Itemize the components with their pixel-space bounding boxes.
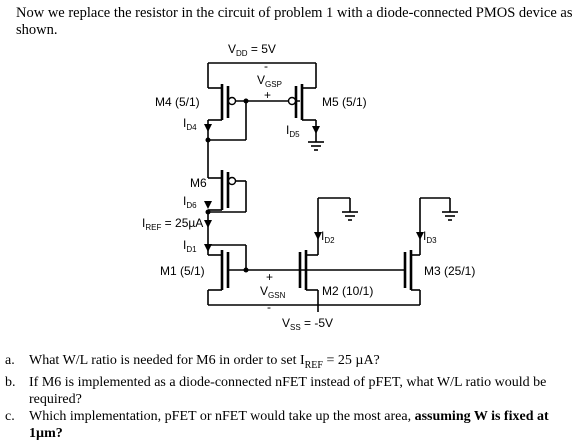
m5-transistor — [287, 84, 324, 151]
vgsn-plus: + — [266, 270, 273, 284]
m5-label: M5 (5/1) — [322, 95, 367, 109]
question-b: b. If M6 is implemented as a diode-conne… — [5, 374, 580, 408]
id1-arrow — [204, 244, 212, 252]
vdd-rail — [207, 62, 317, 88]
id1-label: ID1 — [183, 238, 197, 254]
id2-arrow — [314, 232, 322, 240]
m6-label: M6 — [190, 176, 207, 190]
question-subscript: REF — [304, 359, 323, 371]
iref-label: IREF = 25µA — [142, 216, 203, 232]
intro-text: Now we replace the resistor in the circu… — [16, 5, 573, 38]
question-label: b. — [5, 374, 16, 390]
vgsp-minus: - — [264, 59, 268, 73]
question-text-after: = 25 µA? — [322, 353, 380, 368]
question-c: c. Which implementation, pFET or nFET wo… — [5, 408, 580, 442]
id3-label: ID3 — [423, 229, 437, 245]
question-a: a. What W/L ratio is needed for M6 in or… — [5, 352, 580, 374]
question-text: Which implementation, pFET or nFET would… — [29, 408, 415, 424]
vgsp-plus: + — [264, 88, 271, 102]
m3-label: M3 (25/1) — [424, 264, 475, 278]
question-text: If M6 is implemented as a diode-connecte… — [29, 374, 547, 407]
id6-arrow — [204, 201, 212, 209]
m2-label: M2 (10/1) — [322, 284, 373, 298]
m2-transistor — [298, 197, 358, 305]
m1-label: M1 (5/1) — [160, 264, 205, 278]
vgsn-label: VGSN — [260, 284, 286, 300]
id4-label: ID4 — [183, 116, 197, 132]
id4-arrow — [204, 124, 212, 132]
id6-label: ID6 — [183, 194, 197, 210]
vss-rail — [208, 304, 420, 312]
m1-transistor — [207, 244, 405, 305]
vgsp-label: VGSP — [257, 73, 282, 89]
question-bold-text: assuming W is fixed at 1µm? — [29, 408, 549, 441]
vss-label: VSS = -5V — [282, 316, 333, 332]
m4-label: M4 (5/1) — [155, 95, 200, 109]
vdd-label: VDD = 5V — [228, 42, 276, 58]
question-label: a. — [5, 353, 15, 368]
id5-arrow — [312, 126, 320, 134]
m3-transistor — [403, 197, 458, 305]
vgsn-minus: - — [267, 300, 271, 314]
id5-label: ID5 — [286, 123, 300, 139]
m6-transistor — [205, 170, 247, 255]
id2-label: ID2 — [321, 229, 335, 245]
id3-arrow — [416, 232, 424, 240]
iref-arrow — [204, 220, 212, 228]
question-text: What W/L ratio is needed for M6 in order… — [29, 353, 305, 368]
question-list: a. What W/L ratio is needed for M6 in or… — [5, 352, 580, 442]
question-label: c. — [5, 408, 15, 424]
